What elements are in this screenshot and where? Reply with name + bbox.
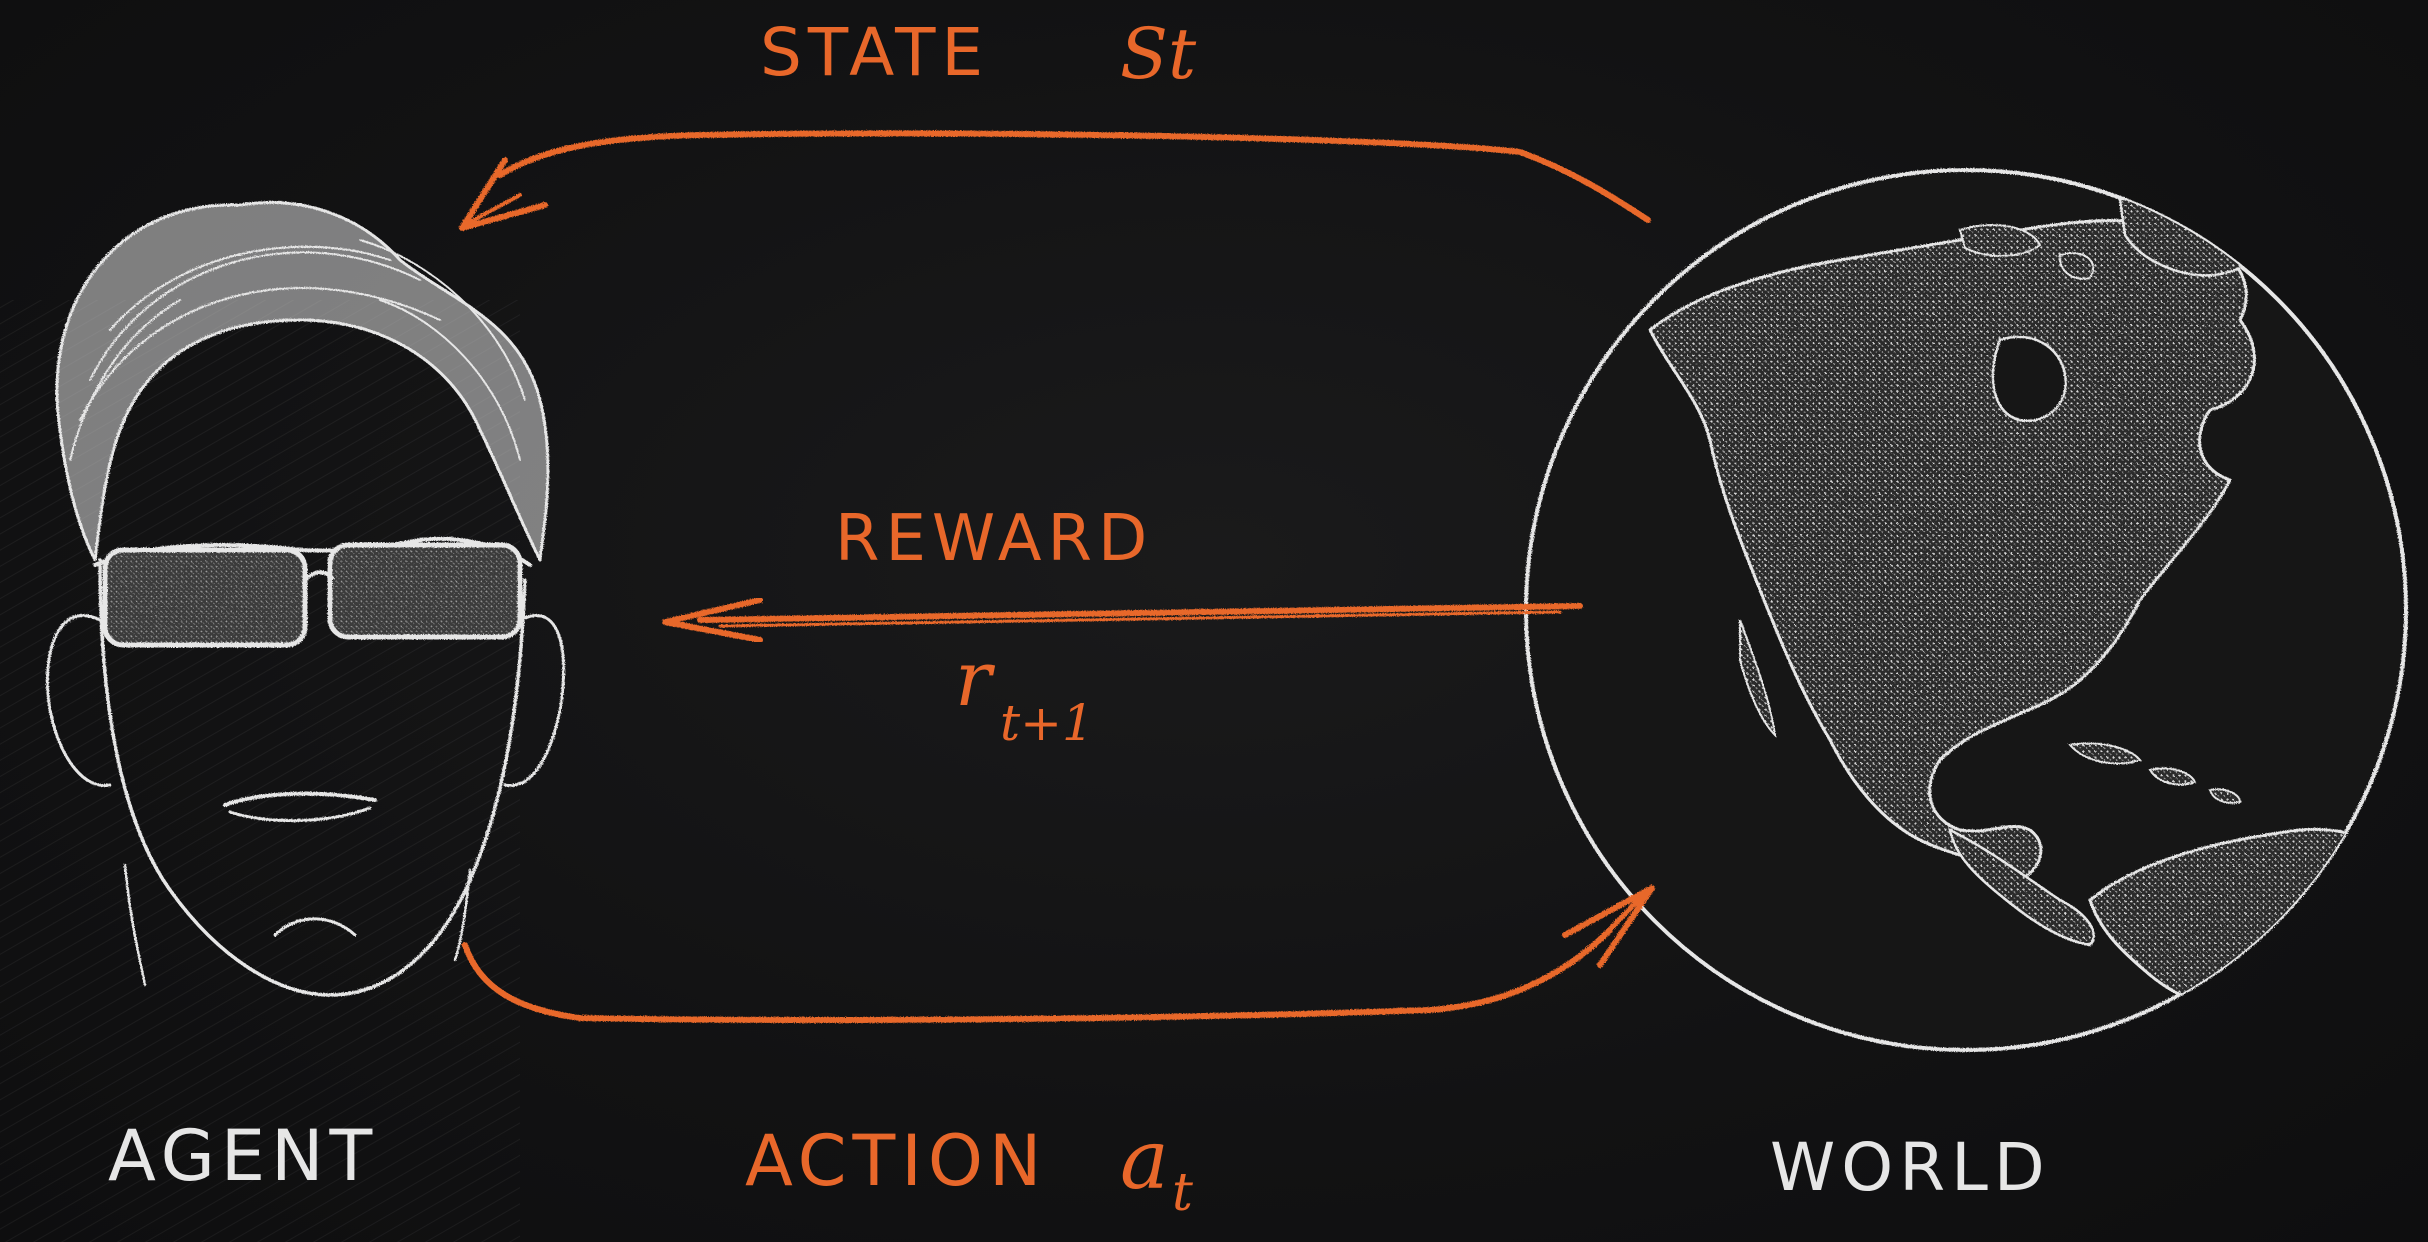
reward-symbol: r bbox=[955, 634, 996, 723]
reward-arrow bbox=[662, 597, 1583, 643]
state-label: STATE St bbox=[760, 13, 1197, 95]
world-label: WORLD bbox=[1770, 1129, 2051, 1206]
action-label: ACTION a t bbox=[745, 1113, 1193, 1223]
state-symbol: St bbox=[1120, 13, 1197, 95]
reward-label-text: REWARD bbox=[835, 502, 1153, 576]
reward-label: REWARD r t+1 bbox=[835, 502, 1153, 752]
agent-face-sunglasses-icon bbox=[45, 201, 566, 997]
state-label-text: STATE bbox=[760, 14, 989, 91]
action-symbol: a bbox=[1120, 1113, 1169, 1208]
globe-north-america-icon bbox=[1524, 168, 2408, 1052]
state-arrow bbox=[459, 130, 1651, 231]
reward-subscript: t+1 bbox=[1000, 694, 1094, 752]
action-subscript: t bbox=[1172, 1163, 1193, 1223]
action-label-text: ACTION bbox=[745, 1120, 1047, 1202]
agent-label: AGENT bbox=[108, 1115, 378, 1197]
action-arrow bbox=[462, 885, 1655, 1023]
